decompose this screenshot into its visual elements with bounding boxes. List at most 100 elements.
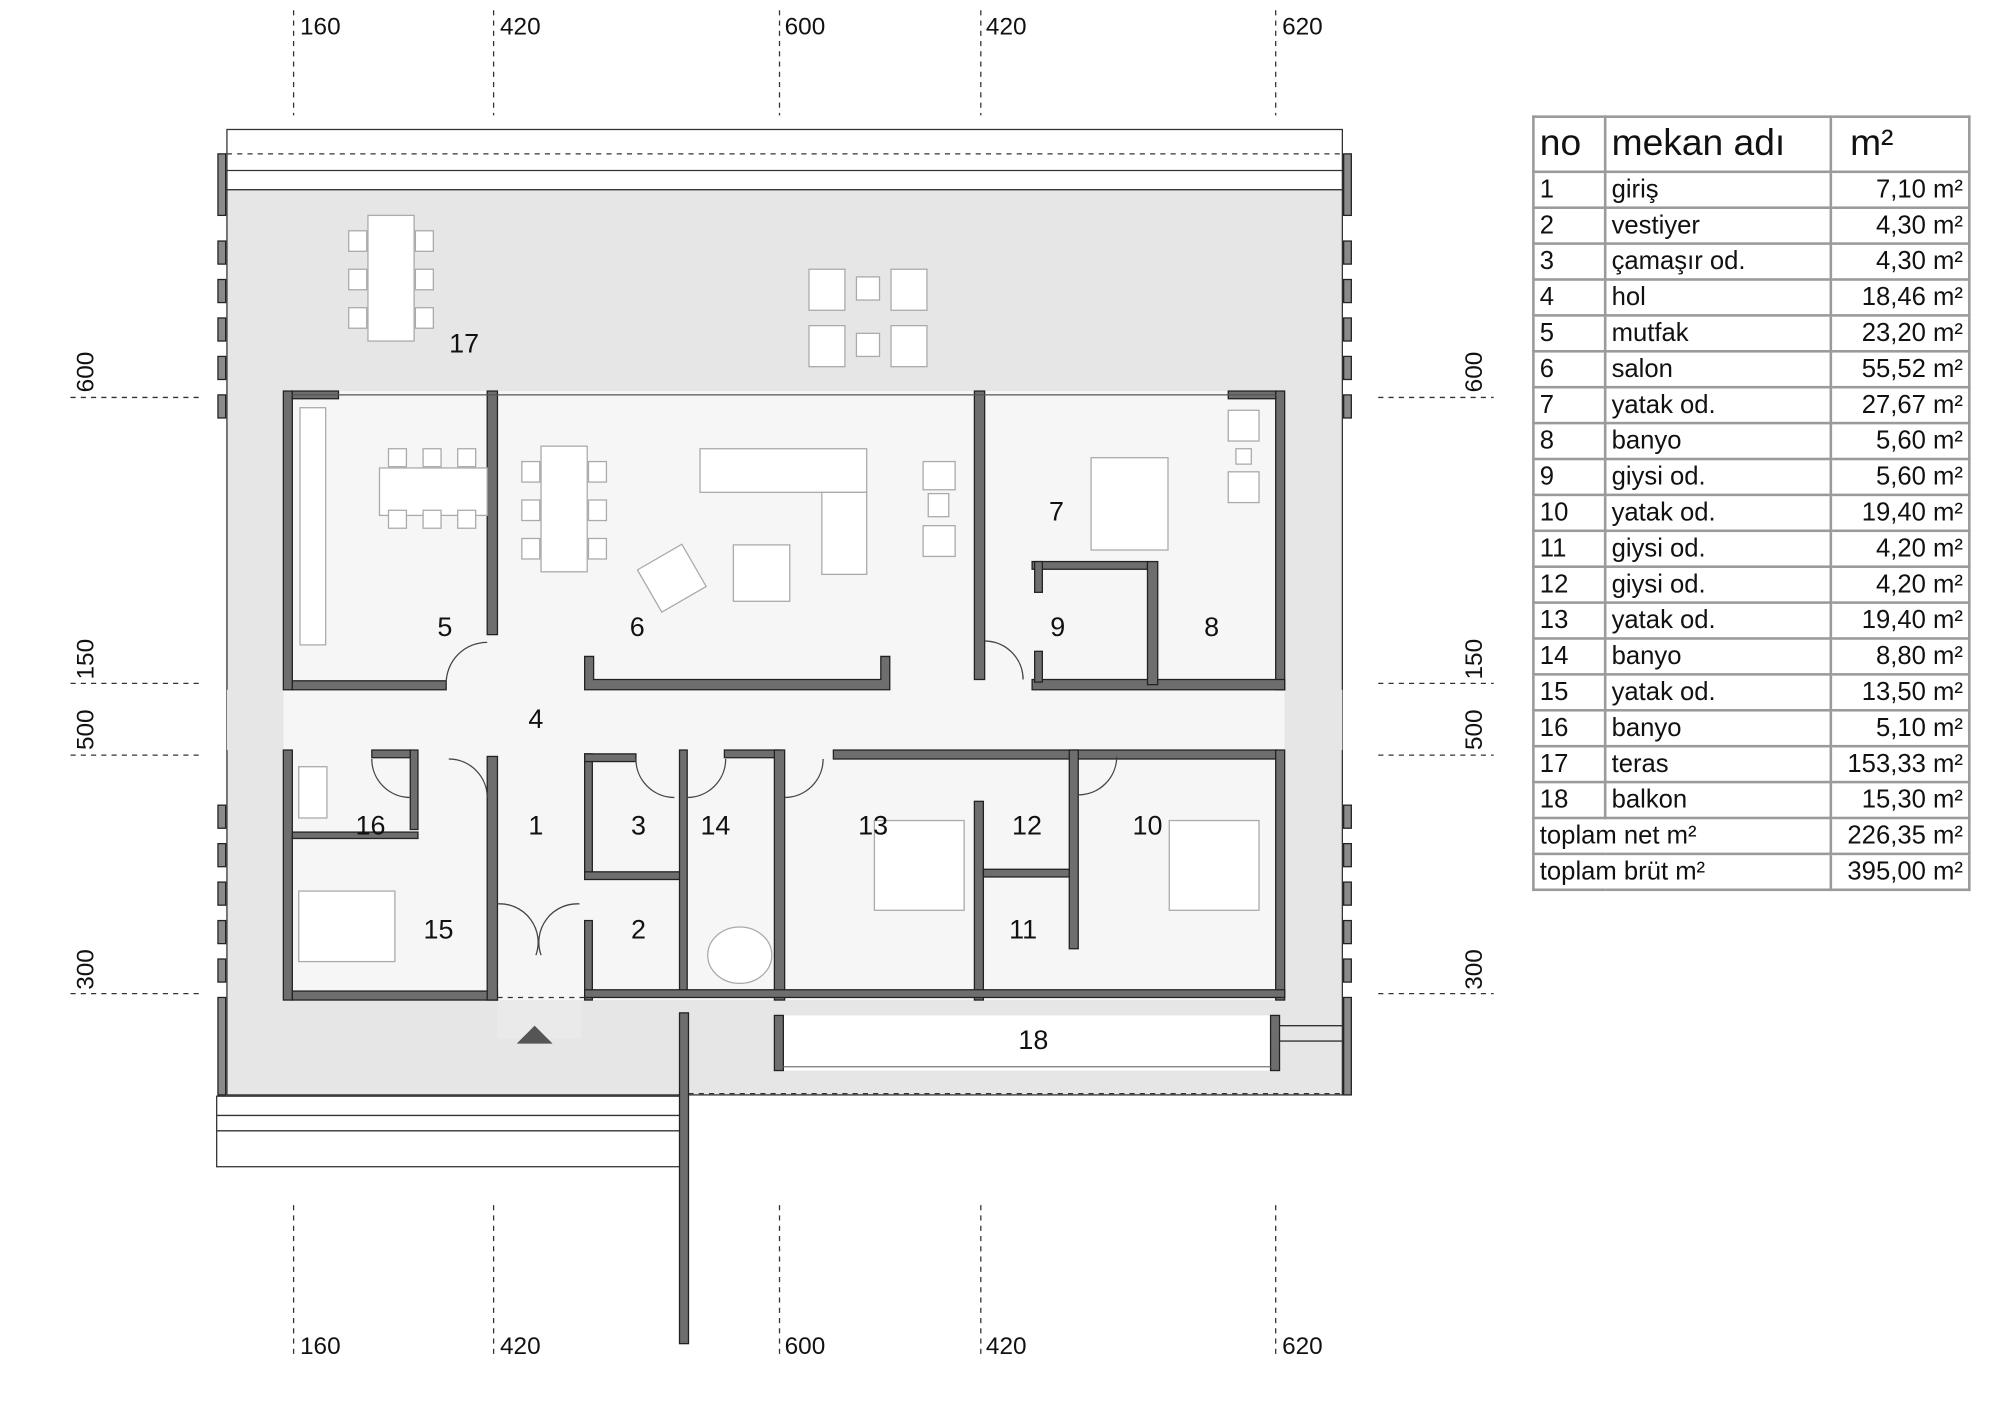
room-no: 9 xyxy=(1532,457,1607,497)
dim-bottom-3: 600 xyxy=(785,1333,826,1360)
room-no: 4 xyxy=(1532,278,1607,317)
room-6-label: 6 xyxy=(630,612,645,642)
room-no: 18 xyxy=(1532,780,1607,820)
room-area: 7,10 m² xyxy=(1829,170,1971,209)
dim-left-3: 500 xyxy=(73,709,100,750)
dimension-labels-top: 160 420 600 420 620 xyxy=(300,14,1323,41)
room-no: 3 xyxy=(1532,242,1607,281)
room-18-label: 18 xyxy=(1018,1025,1048,1055)
room-11-label: 11 xyxy=(1009,914,1037,944)
balcony xyxy=(773,1014,1343,1072)
header-no: no xyxy=(1532,115,1607,174)
room-area: 27,67 m² xyxy=(1829,385,1971,425)
table-header-row: no mekan adı m² xyxy=(1532,115,1971,174)
building xyxy=(226,390,1343,1039)
room-area: 5,60 m² xyxy=(1829,457,1971,497)
room-3-label: 3 xyxy=(631,811,646,841)
dim-bottom-5: 620 xyxy=(1282,1333,1323,1360)
room-area: 5,60 m² xyxy=(1829,421,1971,461)
door-swings xyxy=(371,640,1118,956)
room-no: 5 xyxy=(1532,314,1607,353)
bedroom-furniture xyxy=(298,409,1260,985)
room-name: yatak od. xyxy=(1603,601,1833,640)
room-area: 4,20 m² xyxy=(1829,565,1971,604)
room-no: 7 xyxy=(1532,385,1607,425)
room-no: 13 xyxy=(1532,601,1607,640)
dim-left-4: 300 xyxy=(73,949,100,990)
dim-bottom-4: 420 xyxy=(986,1333,1027,1360)
room-name: salon xyxy=(1603,350,1833,389)
room-8-label: 8 xyxy=(1204,612,1219,642)
room-no: 16 xyxy=(1532,709,1607,748)
room-2-label: 2 xyxy=(631,914,646,944)
room-name: banyo xyxy=(1603,637,1833,676)
dimension-labels-right: 600 150 500 300 xyxy=(1461,352,1488,990)
room-no: 2 xyxy=(1532,206,1607,245)
room-no: 1 xyxy=(1532,170,1607,209)
room-area: 18,46 m² xyxy=(1829,278,1971,317)
room-labels: 17 5 6 7 9 8 4 16 1 3 14 13 12 10 15 2 1… xyxy=(356,329,1220,1055)
room-name: vestiyer xyxy=(1603,206,1833,245)
dim-right-3: 500 xyxy=(1461,709,1488,750)
room-name: giysi od. xyxy=(1603,565,1833,604)
room-no: 15 xyxy=(1532,673,1607,712)
room-area: 19,40 m² xyxy=(1829,601,1971,640)
room-14-label: 14 xyxy=(700,811,730,841)
room-no: 12 xyxy=(1532,565,1607,604)
room-name: yatak od. xyxy=(1603,673,1833,712)
dimension-labels-bottom: 160 420 600 420 620 xyxy=(300,1333,1323,1360)
room-name: yatak od. xyxy=(1603,385,1833,425)
room-name: hol xyxy=(1603,278,1833,317)
dim-left-1: 600 xyxy=(73,352,100,393)
room-no: 8 xyxy=(1532,421,1607,461)
room-1-label: 1 xyxy=(528,811,543,841)
room-area: 8,80 m² xyxy=(1829,637,1971,676)
dim-top-4: 420 xyxy=(986,14,1027,41)
room-no: 14 xyxy=(1532,637,1607,676)
room-15-label: 15 xyxy=(424,914,454,944)
room-area: 4,30 m² xyxy=(1829,242,1971,281)
total-label: toplam net m² xyxy=(1532,816,1833,856)
room-17-label: 17 xyxy=(449,329,479,359)
room-area: 15,30 m² xyxy=(1829,780,1971,820)
room-area: 13,50 m² xyxy=(1829,673,1971,712)
room-name: teras xyxy=(1603,744,1833,784)
room-area: 5,10 m² xyxy=(1829,709,1971,748)
header-area: m² xyxy=(1829,115,1971,174)
total-value: 226,35 m² xyxy=(1829,816,1971,856)
room-name: banyo xyxy=(1603,421,1833,461)
room-16-label: 16 xyxy=(356,811,386,841)
room-area: 4,30 m² xyxy=(1829,206,1971,245)
room-name: giysi od. xyxy=(1603,529,1833,568)
room-area: 23,20 m² xyxy=(1829,314,1971,353)
kitchen-furniture xyxy=(299,407,488,646)
room-5-label: 5 xyxy=(437,612,452,642)
total-label: toplam brüt m² xyxy=(1532,852,1833,892)
outdoor-lounge-chairs xyxy=(808,268,928,368)
room-area: 19,40 m² xyxy=(1829,493,1971,533)
dim-top-3: 600 xyxy=(785,14,826,41)
room-area: 153,33 m² xyxy=(1829,744,1971,784)
room-name: çamaşır od. xyxy=(1603,242,1833,281)
room-name: giysi od. xyxy=(1603,457,1833,497)
dim-right-2: 150 xyxy=(1461,639,1488,680)
